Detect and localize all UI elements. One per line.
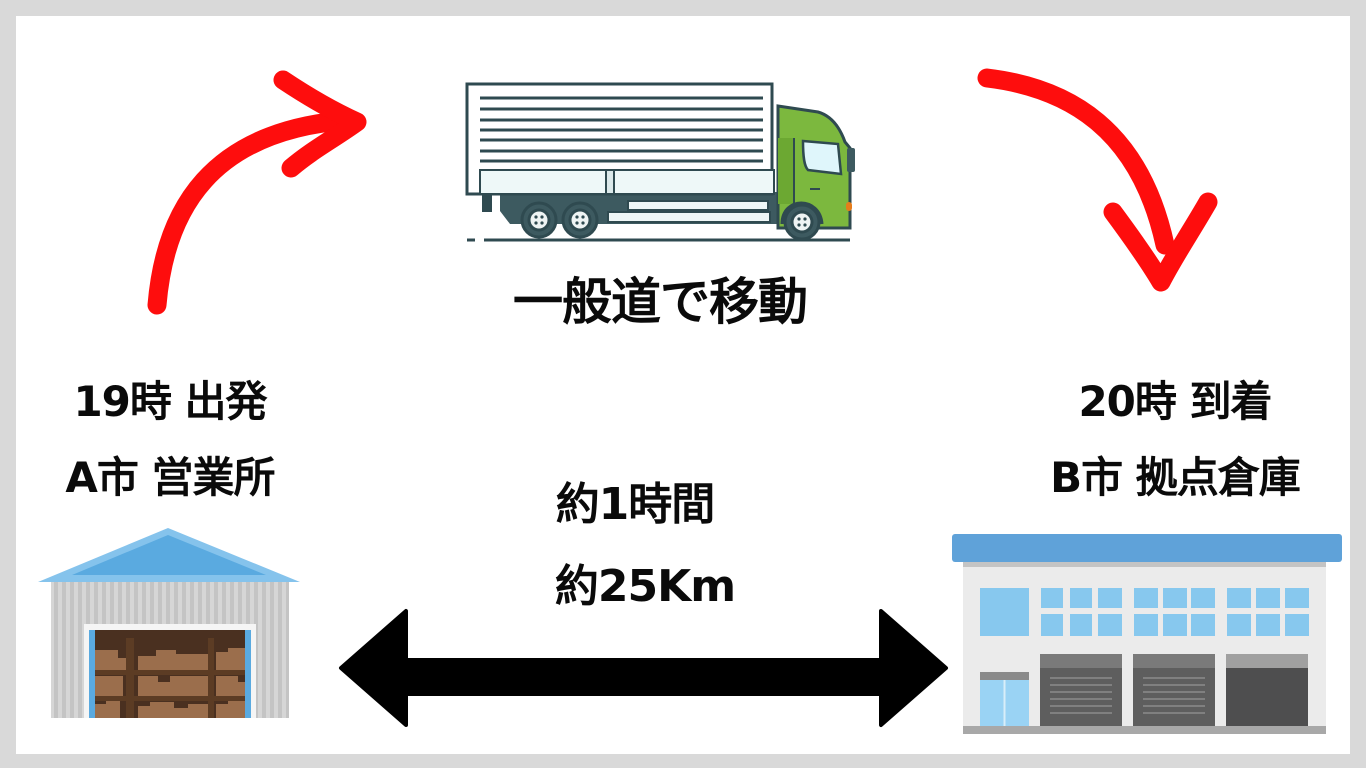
route-distance-label: 約25Km [554,561,736,612]
curved-arrow-up-right-icon [147,70,367,315]
route-title: 一般道で移動 [513,273,808,331]
origin-time-label: 19時 出発 [73,377,267,426]
double-headed-arrow-icon [339,609,948,727]
destination-place-label: B市 拠点倉庫 [1050,453,1301,502]
origin-place-label: A市 営業所 [65,453,275,502]
curved-arrow-down-right-icon [977,68,1218,292]
distribution-center-icon [952,534,1342,734]
truck-icon [465,82,855,242]
warehouse-icon [38,528,300,718]
route-duration-label: 約1時間 [555,479,716,530]
destination-time-label: 20時 到着 [1078,377,1272,426]
